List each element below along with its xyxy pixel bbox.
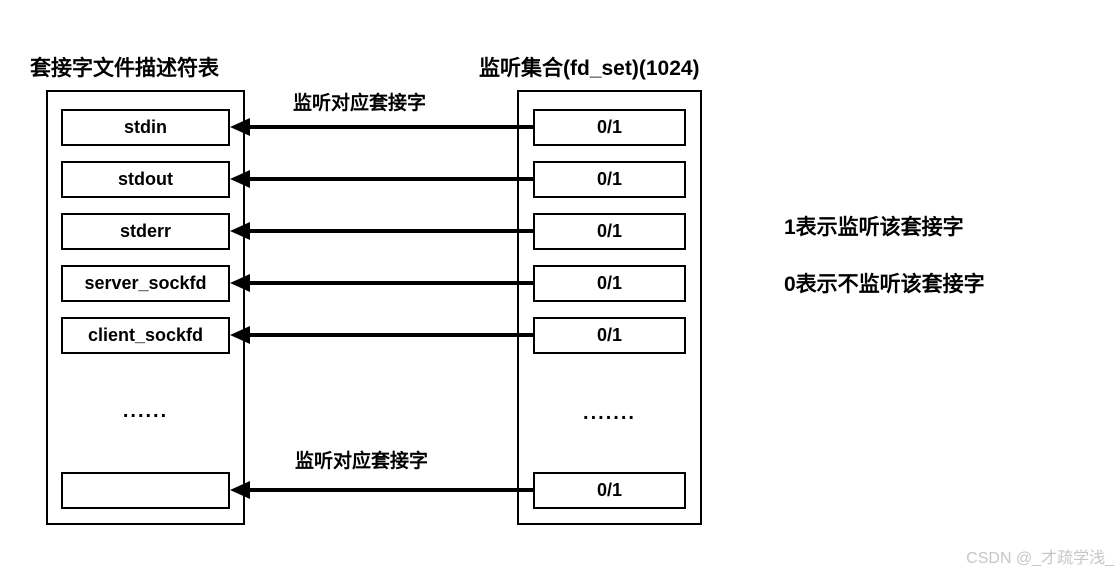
arrow-head-left-icon (230, 118, 250, 136)
legend-1-means-listen: 1表示监听该套接字 (784, 216, 964, 239)
fd-table-outline (46, 90, 245, 525)
arrow-head-left-icon (230, 170, 250, 188)
fdset-cell-5: 0/1 (533, 472, 686, 509)
arrow-line-0 (249, 125, 533, 129)
arrow-head-left-icon (230, 222, 250, 240)
watermark: CSDN @_才疏学浅_ (966, 550, 1114, 567)
fdset-title: 监听集合(fd_set)(1024) (479, 57, 700, 80)
arrow-head-left-icon (230, 481, 250, 499)
arrow-label-bottom: 监听对应套接字 (295, 451, 429, 472)
fd-table-title: 套接字文件描述符表 (30, 57, 219, 80)
fdset-cell-4: 0/1 (533, 317, 686, 354)
arrow-head-left-icon (230, 274, 250, 292)
fdset-cell-0: 0/1 (533, 109, 686, 146)
arrow-line-4 (249, 333, 533, 337)
fd-cell-stdout: stdout (61, 161, 230, 198)
fdset-cell-1: 0/1 (533, 161, 686, 198)
fdset-cell-2: 0/1 (533, 213, 686, 250)
arrow-head-left-icon (230, 326, 250, 344)
arrow-label-top: 监听对应套接字 (293, 93, 427, 114)
arrow-line-5 (249, 488, 533, 492)
arrow-line-3 (249, 281, 533, 285)
fd-cell-stdin: stdin (61, 109, 230, 146)
legend-0-means-not-listen: 0表示不监听该套接字 (784, 273, 985, 296)
fd-cell-stderr: stderr (61, 213, 230, 250)
fdset-outline (517, 90, 702, 525)
fdset-cell-3: 0/1 (533, 265, 686, 302)
arrow-line-1 (249, 177, 533, 181)
arrow-line-2 (249, 229, 533, 233)
fd-cell-server-sockfd: server_sockfd (61, 265, 230, 302)
fd-table-ellipsis: ...... (122, 400, 169, 422)
fd-cell-client-sockfd: client_sockfd (61, 317, 230, 354)
fd-cell-empty (61, 472, 230, 509)
fdset-ellipsis: ....... (583, 402, 636, 424)
